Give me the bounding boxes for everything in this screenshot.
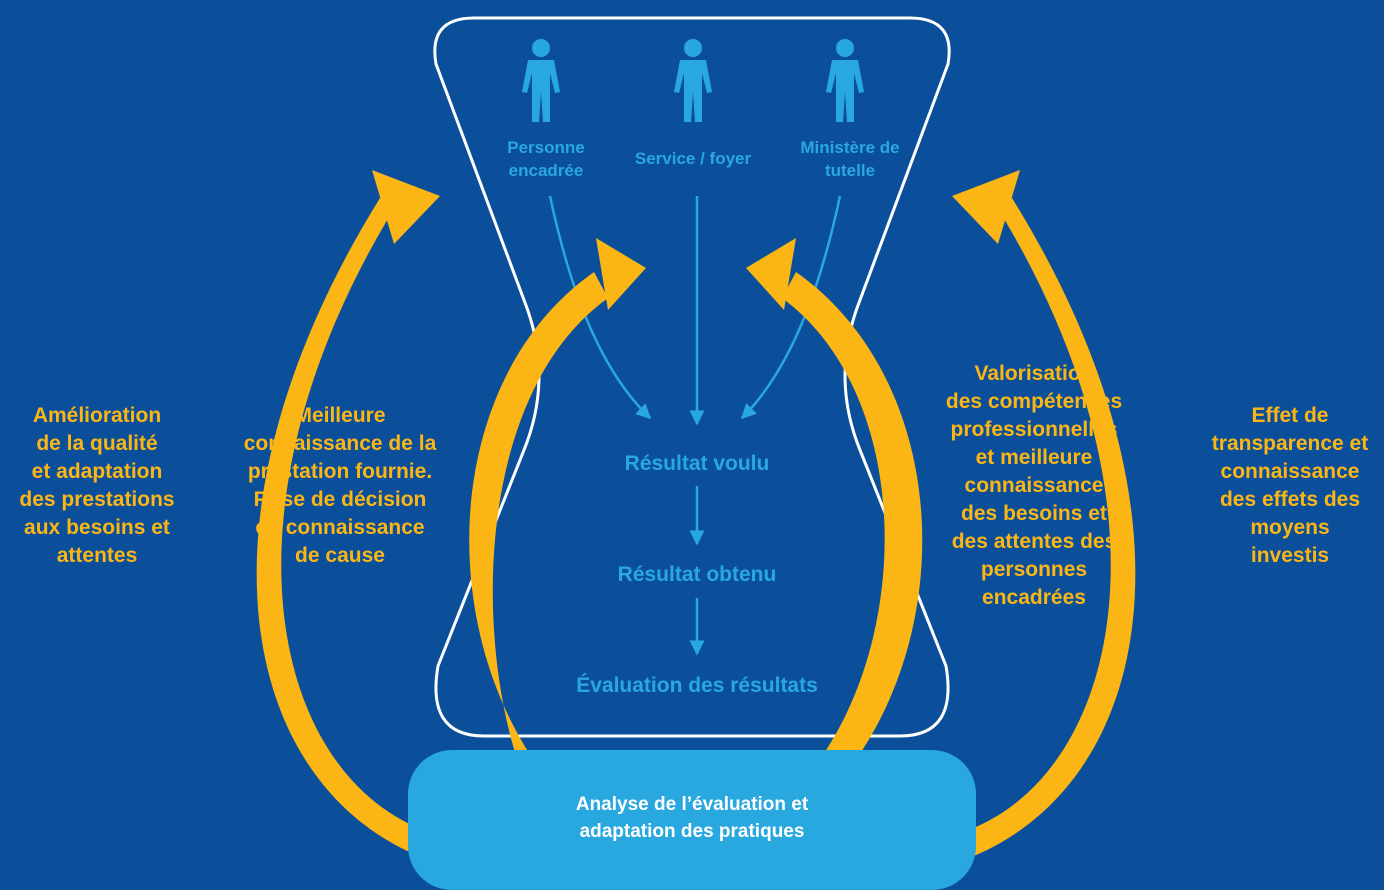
flow-step-resultat-voulu: Résultat voulu bbox=[624, 452, 770, 475]
flow-step-evaluation: Évaluation des résultats bbox=[576, 674, 818, 697]
person-icon bbox=[674, 39, 712, 122]
outer-left-gold-arrow bbox=[256, 198, 442, 864]
inner-left-arrowhead bbox=[596, 238, 646, 310]
actor-label-ministere: Ministère de tutelle bbox=[800, 138, 900, 180]
outer-right-gold-arrow bbox=[950, 198, 1136, 864]
inner-right-benefit-text: Valorisation des compétences professionn… bbox=[945, 362, 1123, 609]
inner-right-gold-arrow bbox=[782, 272, 923, 788]
diagram-canvas bbox=[256, 16, 1136, 864]
hourglass-outline bbox=[433, 16, 951, 738]
person-icon bbox=[826, 39, 864, 122]
inner-right-arrowhead bbox=[746, 238, 796, 310]
actor-label-personne: Personne encadrée bbox=[507, 138, 585, 180]
outer-left-arrowhead bbox=[372, 170, 440, 244]
inner-left-gold-arrow bbox=[469, 272, 608, 790]
outer-right-arrowhead bbox=[952, 170, 1020, 244]
outer-right-benefit-text: Effet de transparence et connaissance de… bbox=[1211, 404, 1369, 567]
person-icon bbox=[522, 39, 560, 122]
actor-label-service: Service / foyer bbox=[634, 149, 752, 168]
inner-left-benefit-text: Meilleure connaissance de la prestation … bbox=[243, 404, 437, 567]
analysis-box bbox=[408, 750, 976, 890]
flow-step-resultat-obtenu: Résultat obtenu bbox=[617, 563, 777, 586]
analysis-label: Analyse de l’évaluation et adaptation de… bbox=[575, 794, 809, 842]
arrow-personne-to-resultat bbox=[548, 195, 652, 420]
arrow-ministere-to-resultat bbox=[740, 195, 842, 420]
outer-left-benefit-text: Amélioration de la qualité et adaptation… bbox=[19, 404, 175, 567]
